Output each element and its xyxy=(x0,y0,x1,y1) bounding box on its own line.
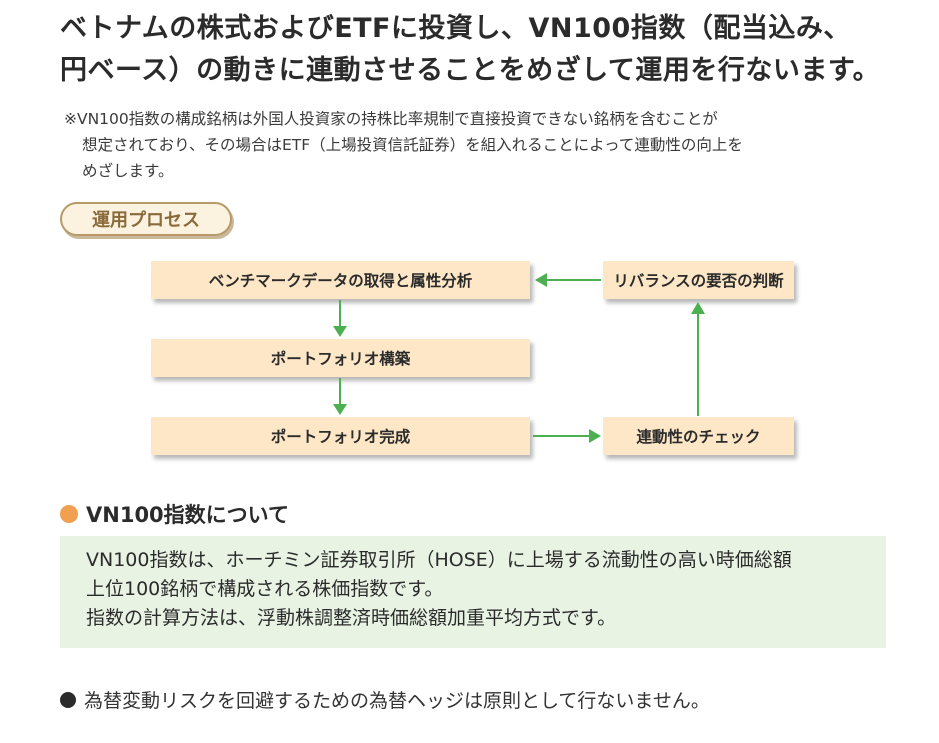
footnote-line-1: ※VN100指数の構成銘柄は外国人投資家の持株比率規制で直接投資できない銘柄を含… xyxy=(64,110,718,128)
step-build-box: ポートフォリオ構築 xyxy=(151,339,530,377)
title-line-1: ベトナムの株式およびETFに投資し、VN100指数（配当込み、 xyxy=(60,13,851,44)
step-complete-label: ポートフォリオ完成 xyxy=(270,428,411,446)
hedge-note: 為替変動リスクを回避するための為替ヘッジは原則として行ないません。 xyxy=(60,686,920,713)
index-info-line-3: 指数の計算方法は、浮動株調整済時価総額加重平均方式です。 xyxy=(86,607,617,629)
step-check-label: 連動性のチェック xyxy=(636,428,761,446)
index-info-line-1: VN100指数は、ホーチミン証券取引所（HOSE）に上場する流動性の高い時価総額 xyxy=(86,549,792,571)
black-bullet-icon xyxy=(60,691,76,708)
footnote-line-3: めざします。 xyxy=(82,162,174,180)
process-label: 運用プロセス xyxy=(92,210,200,231)
step-benchmark-box: ベンチマークデータの取得と属性分析 xyxy=(151,261,530,299)
footnote: ※VN100指数の構成銘柄は外国人投資家の持株比率規制で直接投資できない銘柄を含… xyxy=(64,106,914,184)
arrow-build-to-complete xyxy=(333,378,347,415)
footnote-line-2: 想定されており、その場合はETF（上場投資信託証券）を組入れることによって連動性… xyxy=(82,136,743,154)
arrow-rebalance-to-benchmark xyxy=(535,273,601,287)
arrow-check-to-rebalance xyxy=(691,302,705,416)
title-line-2: 円ベース）の動きに連動させることをめざして運用を行ないます。 xyxy=(60,55,881,86)
step-rebalance-label: リバランスの要否の判断 xyxy=(613,272,784,290)
hedge-note-text: 為替変動リスクを回避するための為替ヘッジは原則として行ないません。 xyxy=(84,690,710,712)
index-section-heading: VN100指数について xyxy=(60,498,289,530)
orange-bullet-icon xyxy=(60,505,78,523)
step-complete-box: ポートフォリオ完成 xyxy=(151,417,530,455)
index-info-box: VN100指数は、ホーチミン証券取引所（HOSE）に上場する流動性の高い時価総額… xyxy=(60,536,886,648)
step-benchmark-label: ベンチマークデータの取得と属性分析 xyxy=(208,272,473,290)
index-heading-text: VN100指数について xyxy=(86,503,290,527)
step-rebalance-box: リバランスの要否の判断 xyxy=(603,261,794,299)
process-label-badge: 運用プロセス xyxy=(60,202,232,236)
arrow-benchmark-to-build xyxy=(333,300,347,337)
arrow-complete-to-check xyxy=(533,429,601,443)
page-title: ベトナムの株式およびETFに投資し、VN100指数（配当込み、 円ベース）の動き… xyxy=(60,8,920,92)
step-check-box: 連動性のチェック xyxy=(603,417,794,455)
index-info-line-2: 上位100銘柄で構成される株価指数です。 xyxy=(86,578,444,600)
step-build-label: ポートフォリオ構築 xyxy=(270,350,411,368)
